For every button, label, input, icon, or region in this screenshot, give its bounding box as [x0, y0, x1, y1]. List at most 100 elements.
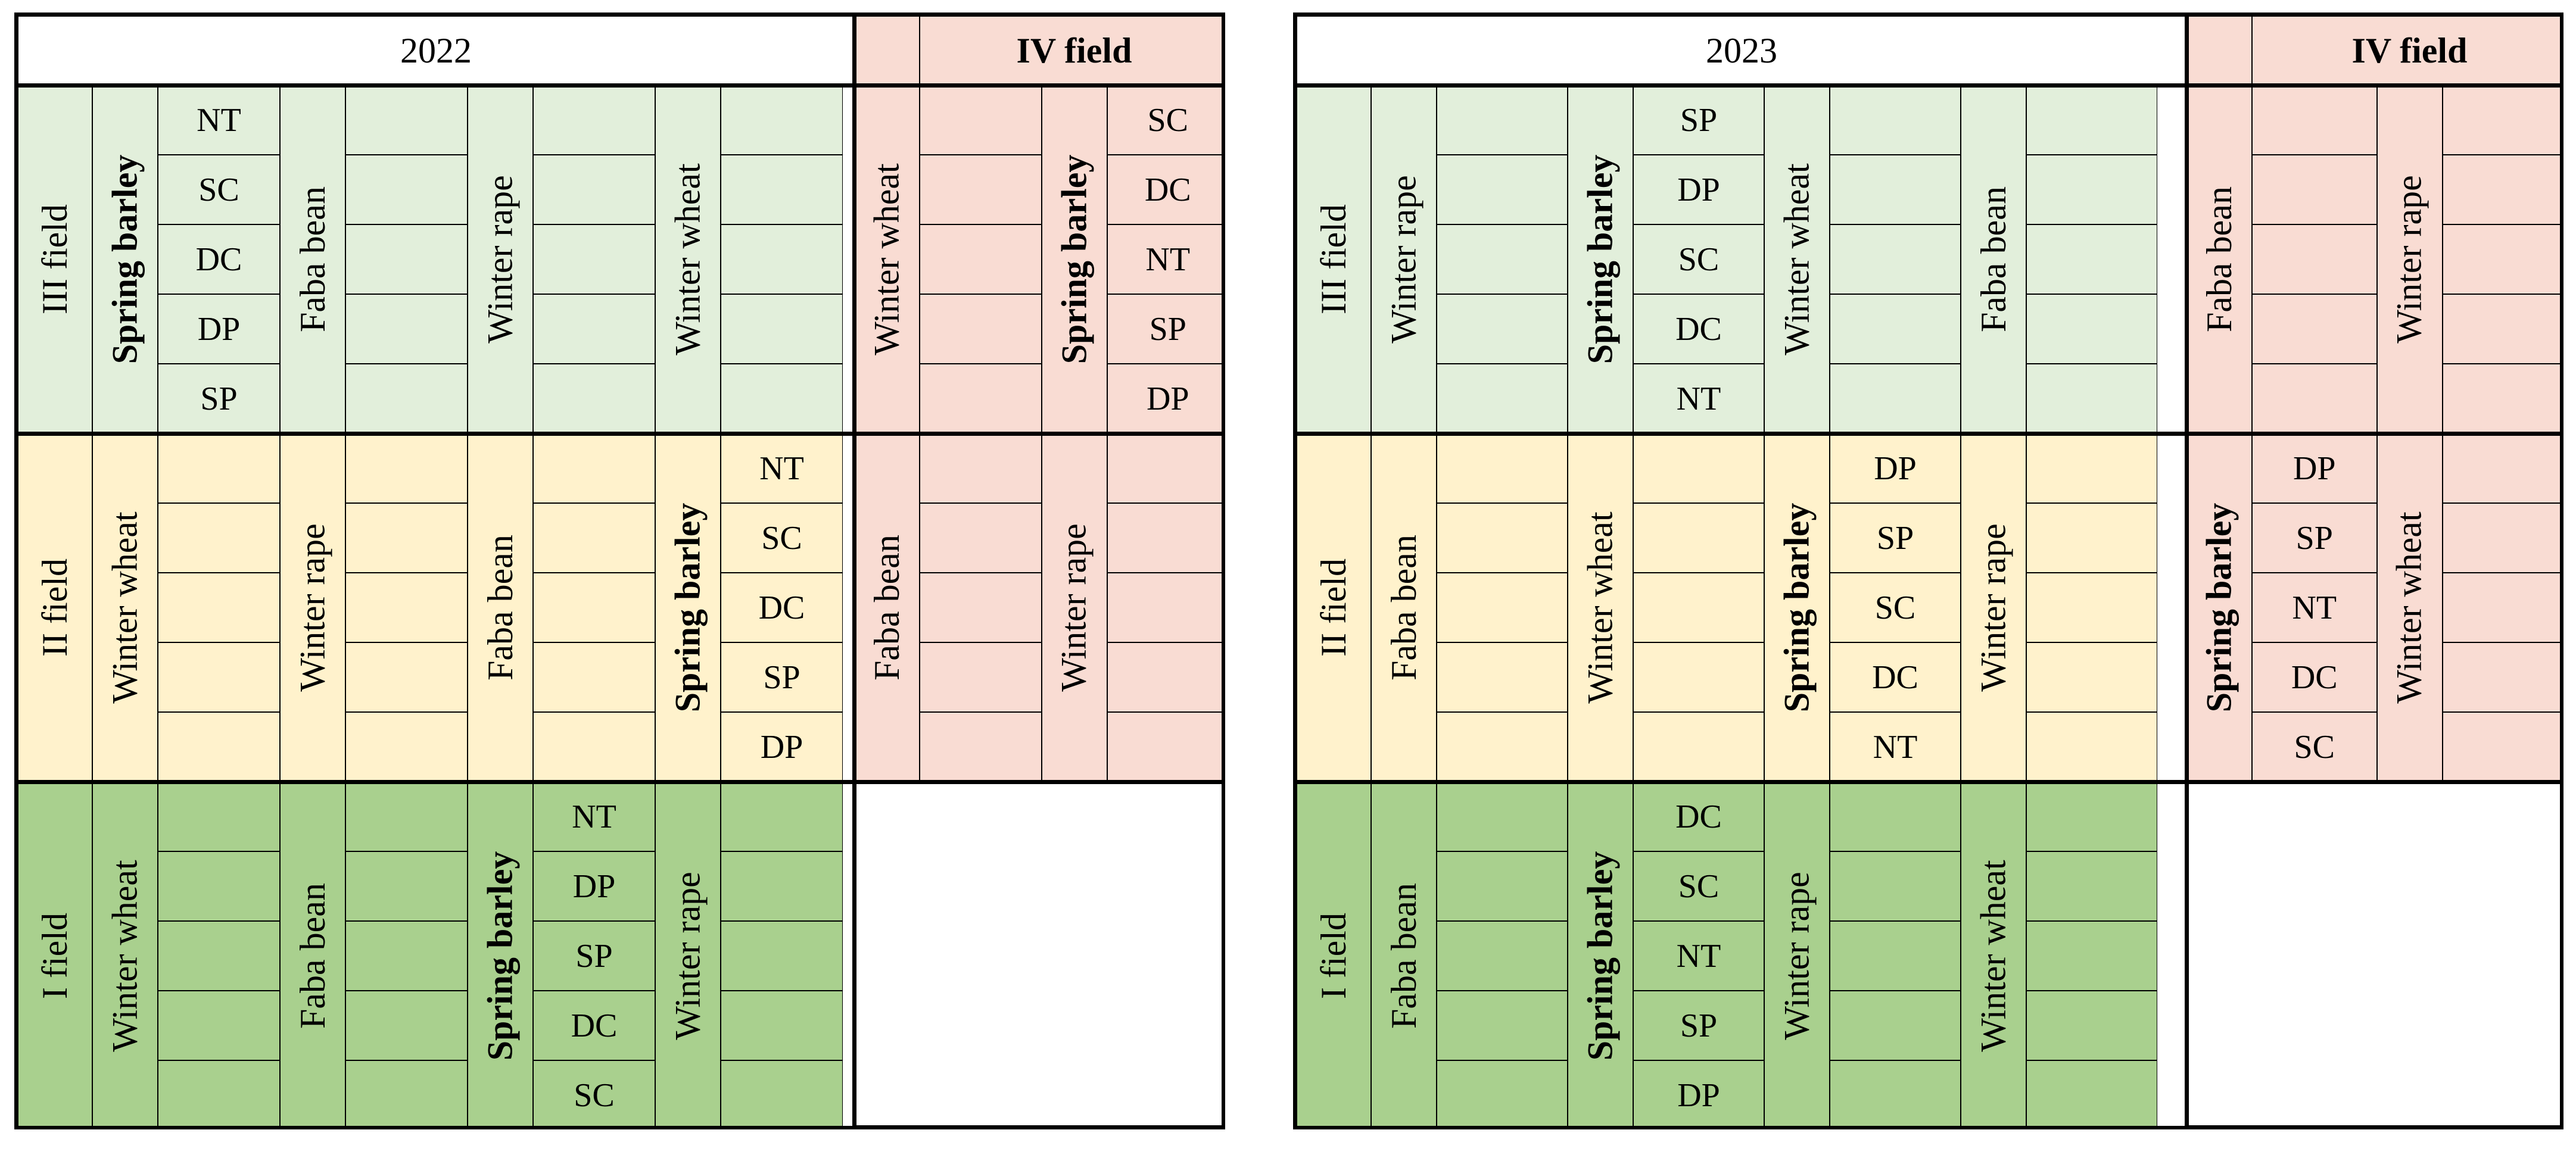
iv-crop-plot [2442, 433, 2560, 503]
iv-crop-label-text: Faba bean [867, 535, 907, 681]
thick-rule [1297, 780, 2560, 784]
iv-crop-plot [2252, 155, 2377, 224]
crop-label: Spring barley [1568, 85, 1633, 433]
tillage-code: DC [1633, 782, 1764, 851]
iv-crop-plot [2252, 294, 2377, 364]
crop-plot [2026, 991, 2157, 1060]
crop-plot [2026, 85, 2157, 155]
crop-plot [1830, 155, 1961, 224]
tillage-code: SC [1107, 85, 1222, 155]
iv-crop-plot [920, 85, 1042, 155]
iv-crop-plot [2442, 224, 2560, 294]
field-label: II field [18, 433, 92, 782]
crop-plot [158, 642, 280, 712]
tillage-code: NT [1633, 921, 1764, 991]
crop-plot [1633, 712, 1764, 782]
iv-crop-label: Winter rape [1041, 433, 1107, 782]
crop-plot [1830, 991, 1961, 1060]
crop-plot [1830, 921, 1961, 991]
crop-label-text: Winter wheat [668, 163, 708, 355]
crop-plot [721, 921, 843, 991]
crop-label-text: Spring barley [1580, 851, 1620, 1061]
tillage-code: NT [533, 782, 655, 851]
crop-label-text: Winter wheat [1973, 860, 2013, 1052]
crop-plot [1830, 224, 1961, 294]
crop-plot [345, 155, 468, 224]
field-label: II field [1297, 433, 1371, 782]
iv-crop-label: Faba bean [854, 433, 920, 782]
iv-crop-label-text: Winter wheat [867, 163, 907, 355]
crop-plot [2026, 573, 2157, 642]
crop-plot [1437, 851, 1568, 921]
crop-label: Winter rape [655, 782, 721, 1126]
crop-label: Faba bean [280, 782, 345, 1126]
iv-crop-plot [920, 642, 1042, 712]
crop-plot [721, 294, 843, 364]
tillage-code: DC [533, 991, 655, 1060]
crop-plot [721, 782, 843, 851]
crop-plot [1830, 294, 1961, 364]
crop-label: Spring barley [1568, 782, 1633, 1126]
tillage-code: NT [721, 433, 843, 503]
tillage-code: DP [1633, 1060, 1764, 1126]
crop-label: Winter rape [468, 85, 533, 433]
crop-plot [345, 1060, 468, 1126]
tillage-code: DC [721, 573, 843, 642]
crop-label: Faba bean [280, 85, 345, 433]
tillage-code: SP [1830, 503, 1961, 573]
crop-plot [721, 224, 843, 294]
tillage-code: NT [1633, 364, 1764, 433]
iv-crop-label: Spring barley [1041, 85, 1107, 433]
field-label-text: III field [1314, 204, 1353, 314]
thick-rule [18, 83, 1222, 88]
field-label: III field [1297, 85, 1371, 433]
crop-plot [1437, 921, 1568, 991]
crop-label-text: Spring barley [1580, 154, 1620, 364]
crop-plot [345, 294, 468, 364]
crop-plot [1437, 155, 1568, 224]
crop-plot [345, 433, 468, 503]
iv-crop-label-text: Winter rape [1054, 523, 1094, 692]
crop-plot [345, 364, 468, 433]
thick-rule [2185, 16, 2189, 1126]
iv-crop-plot [2442, 364, 2560, 433]
crop-plot [1633, 642, 1764, 712]
iv-crop-label: Spring barley [2186, 433, 2252, 782]
field-label-text: III field [35, 204, 74, 314]
crop-label-text: Winter wheat [105, 511, 145, 704]
iv-crop-plot [1107, 503, 1222, 573]
crop-plot [1437, 573, 1568, 642]
tillage-code: NT [1107, 224, 1222, 294]
crop-label: Winter rape [280, 433, 345, 782]
crop-plot [1633, 573, 1764, 642]
tillage-code: NT [158, 85, 280, 155]
thick-rule [18, 432, 1222, 436]
crop-plot [345, 85, 468, 155]
crop-plot [533, 712, 655, 782]
iv-crop-label: Winter wheat [2376, 433, 2443, 782]
crop-label: Faba bean [1371, 433, 1437, 782]
iv-crop-plot [920, 294, 1042, 364]
crop-plot [345, 921, 468, 991]
crop-plot [1437, 85, 1568, 155]
iv-field-header: IV field [920, 16, 1222, 85]
iv-field-header: IV field [2252, 16, 2560, 85]
iv-crop-plot [2442, 294, 2560, 364]
iv-header-spacer [854, 16, 920, 85]
crop-plot [345, 782, 468, 851]
year-header: 2023 [1297, 16, 2186, 85]
crop-plot [1437, 224, 1568, 294]
crop-plot [533, 503, 655, 573]
tillage-code: SC [158, 155, 280, 224]
crop-plot [345, 224, 468, 294]
crop-plot [345, 991, 468, 1060]
crop-plot [1437, 433, 1568, 503]
crop-plot [1830, 1060, 1961, 1126]
empty-corner [2186, 782, 2560, 1126]
crop-label-text: Spring barley [105, 154, 145, 364]
crop-plot [1830, 364, 1961, 433]
thick-rule [18, 780, 1222, 784]
crop-plot [1437, 642, 1568, 712]
tillage-code: SP [158, 364, 280, 433]
